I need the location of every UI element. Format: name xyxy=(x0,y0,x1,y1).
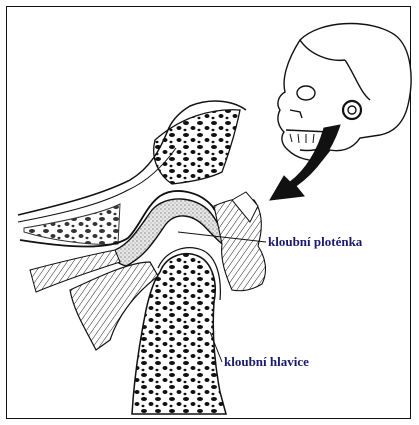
condyle-label: kloubní hlavice xyxy=(224,354,309,370)
disc-label: kloubní ploténka xyxy=(268,234,362,250)
joint-capsule xyxy=(214,198,265,290)
skull-icon xyxy=(278,24,411,161)
